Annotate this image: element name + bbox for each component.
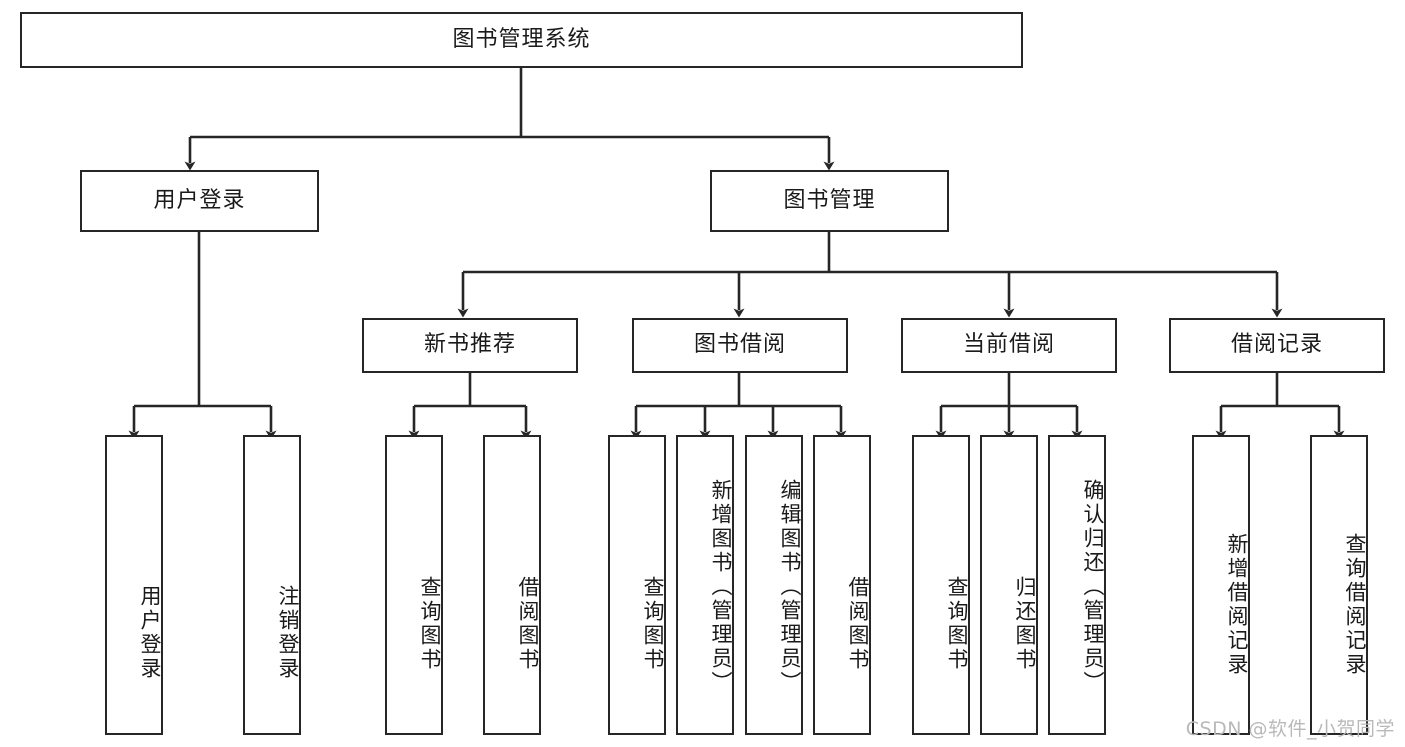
node-label: 确认归还（管理员） bbox=[1081, 479, 1105, 695]
leaf-borrow-book-2[interactable]: 借阅图书 bbox=[813, 435, 871, 735]
node-label: 图书管理系统 bbox=[452, 26, 591, 52]
node-root-system[interactable]: 图书管理系统 bbox=[20, 12, 1023, 68]
node-label: 新书推荐 bbox=[423, 332, 516, 358]
node-label: 注销登录 bbox=[276, 585, 300, 681]
node-label: 查询图书 bbox=[641, 576, 665, 672]
watermark-text: CSDN @软件_小贺同学 bbox=[1185, 718, 1395, 740]
leaf-return-book[interactable]: 归还图书 bbox=[980, 435, 1038, 735]
node-label: 用户登录 bbox=[138, 585, 162, 681]
node-label: 借阅图书 bbox=[846, 576, 870, 672]
leaf-query-record[interactable]: 查询借阅记录 bbox=[1310, 435, 1368, 735]
node-label: 查询图书 bbox=[418, 576, 442, 672]
leaf-add-book[interactable]: 新增图书（管理员） bbox=[676, 435, 734, 735]
node-label: 借阅记录 bbox=[1230, 332, 1323, 358]
node-label: 编辑图书（管理员） bbox=[778, 479, 802, 695]
node-label: 新增借阅记录 bbox=[1225, 533, 1249, 677]
node-book-management[interactable]: 图书管理 bbox=[710, 170, 949, 232]
leaf-query-book-3[interactable]: 查询图书 bbox=[912, 435, 970, 735]
node-label: 查询图书 bbox=[945, 576, 969, 672]
node-label: 图书借阅 bbox=[693, 332, 786, 358]
leaf-logout-login[interactable]: 注销登录 bbox=[243, 435, 301, 735]
leaf-borrow-book-1[interactable]: 借阅图书 bbox=[483, 435, 541, 735]
leaf-query-book-2[interactable]: 查询图书 bbox=[608, 435, 666, 735]
node-label: 归还图书 bbox=[1013, 576, 1037, 672]
node-user-login[interactable]: 用户登录 bbox=[80, 170, 319, 232]
node-label: 查询借阅记录 bbox=[1343, 533, 1367, 677]
leaf-edit-book[interactable]: 编辑图书（管理员） bbox=[745, 435, 803, 735]
node-new-book-recommend[interactable]: 新书推荐 bbox=[362, 318, 578, 373]
node-current-borrow[interactable]: 当前借阅 bbox=[901, 318, 1117, 373]
node-label: 新增图书（管理员） bbox=[709, 479, 733, 695]
leaf-query-book-1[interactable]: 查询图书 bbox=[385, 435, 443, 735]
node-label: 图书管理 bbox=[783, 187, 876, 213]
leaf-add-record[interactable]: 新增借阅记录 bbox=[1192, 435, 1250, 735]
node-book-borrow[interactable]: 图书借阅 bbox=[632, 318, 848, 373]
node-label: 当前借阅 bbox=[962, 332, 1055, 358]
node-label: 借阅图书 bbox=[516, 576, 540, 672]
leaf-user-login[interactable]: 用户登录 bbox=[105, 435, 163, 735]
node-borrow-record[interactable]: 借阅记录 bbox=[1169, 318, 1385, 373]
node-label: 用户登录 bbox=[153, 187, 246, 213]
leaf-confirm-return[interactable]: 确认归还（管理员） bbox=[1048, 435, 1106, 735]
